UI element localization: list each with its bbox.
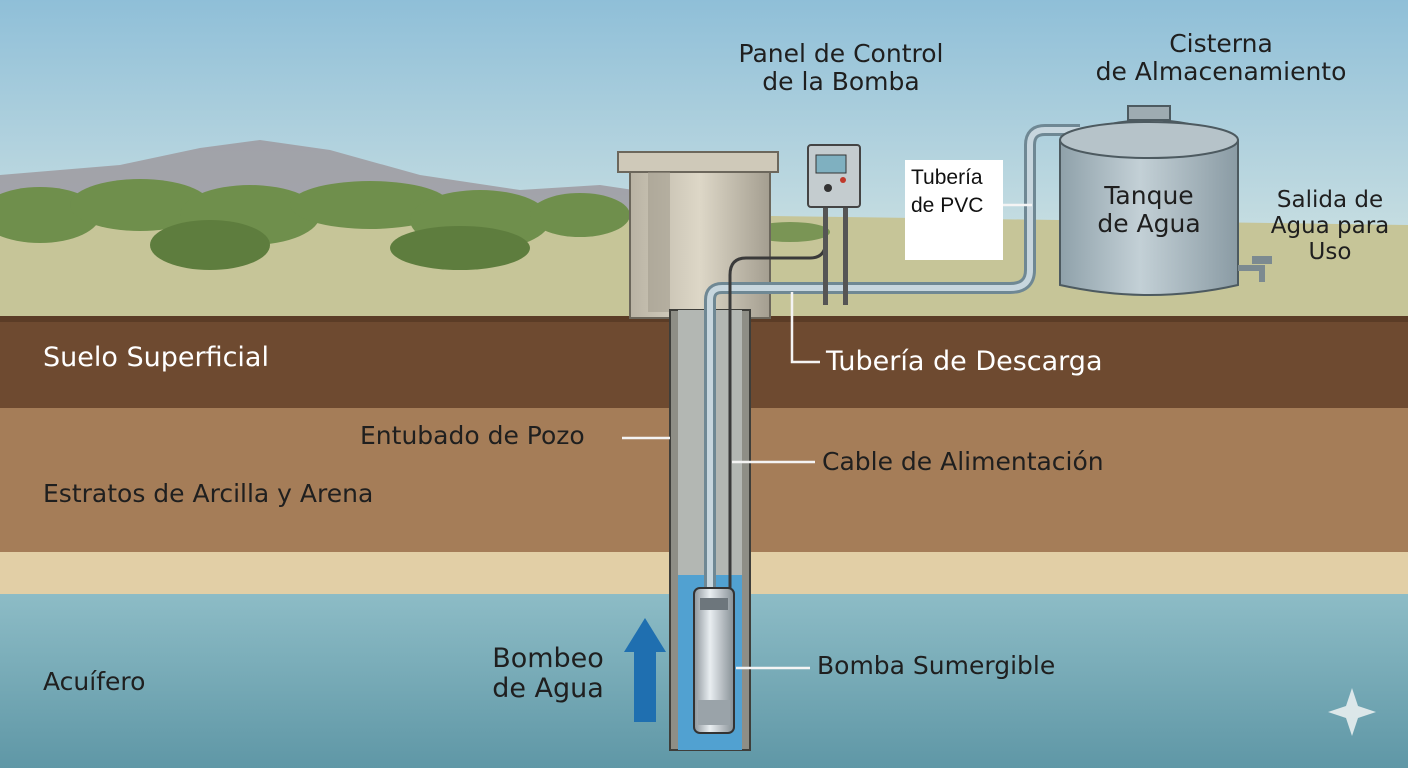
label-water-outlet-line3: Uso [1308, 238, 1352, 265]
label-water-pumping: Bombeo de Agua [478, 643, 618, 705]
sparkle-icon [1328, 688, 1376, 736]
label-water-tank-line1: Tanque [1104, 181, 1194, 210]
label-discharge-pipe: Tubería de Descarga [826, 346, 1103, 377]
leader-lines [622, 203, 1032, 670]
storage-tank [1059, 105, 1272, 296]
label-submersible-pump: Bomba Sumergible [817, 651, 1056, 680]
label-storage-cistern-line2: de Almacenamiento [1095, 57, 1347, 86]
label-storage-cistern-line1: Cisterna [1169, 29, 1273, 58]
bushes [0, 179, 830, 270]
label-storage-cistern: Cisterna de Almacenamiento [1083, 30, 1359, 86]
label-water-tank: Tanque de Agua [1078, 182, 1220, 238]
drop-pipe-highlight [707, 127, 1080, 590]
label-control-panel: Panel de Control de la Bomba [725, 40, 957, 96]
label-water-outlet: Salida de Agua para Uso [1262, 187, 1398, 265]
label-pvc-pipe-line1: Tubería [911, 166, 983, 189]
label-pvc-pipe-line2: de PVC [911, 194, 984, 218]
water-flow-arrow [624, 618, 666, 722]
label-pvc-pipe: Tubería de PVC [905, 160, 1003, 260]
label-well-casing: Entubado de Pozo [360, 421, 585, 450]
label-water-outlet-line2: Agua para [1270, 212, 1390, 239]
label-topsoil: Suelo Superficial [43, 342, 269, 373]
label-control-panel-line2: de la Bomba [762, 67, 920, 96]
control-panel [807, 144, 861, 305]
label-water-tank-line2: de Agua [1097, 209, 1201, 238]
label-clay-sand-strata: Estratos de Arcilla y Arena [43, 479, 374, 508]
label-control-panel-line1: Panel de Control [738, 39, 944, 68]
label-water-pumping-line1: Bombeo [492, 643, 604, 674]
label-water-pumping-line2: de Agua [492, 673, 604, 705]
label-power-cable: Cable de Alimentación [822, 447, 1104, 476]
submersible-pump-graphic [693, 587, 735, 734]
label-water-outlet-line1: Salida de [1276, 187, 1384, 213]
label-aquifer: Acuífero [43, 667, 146, 696]
